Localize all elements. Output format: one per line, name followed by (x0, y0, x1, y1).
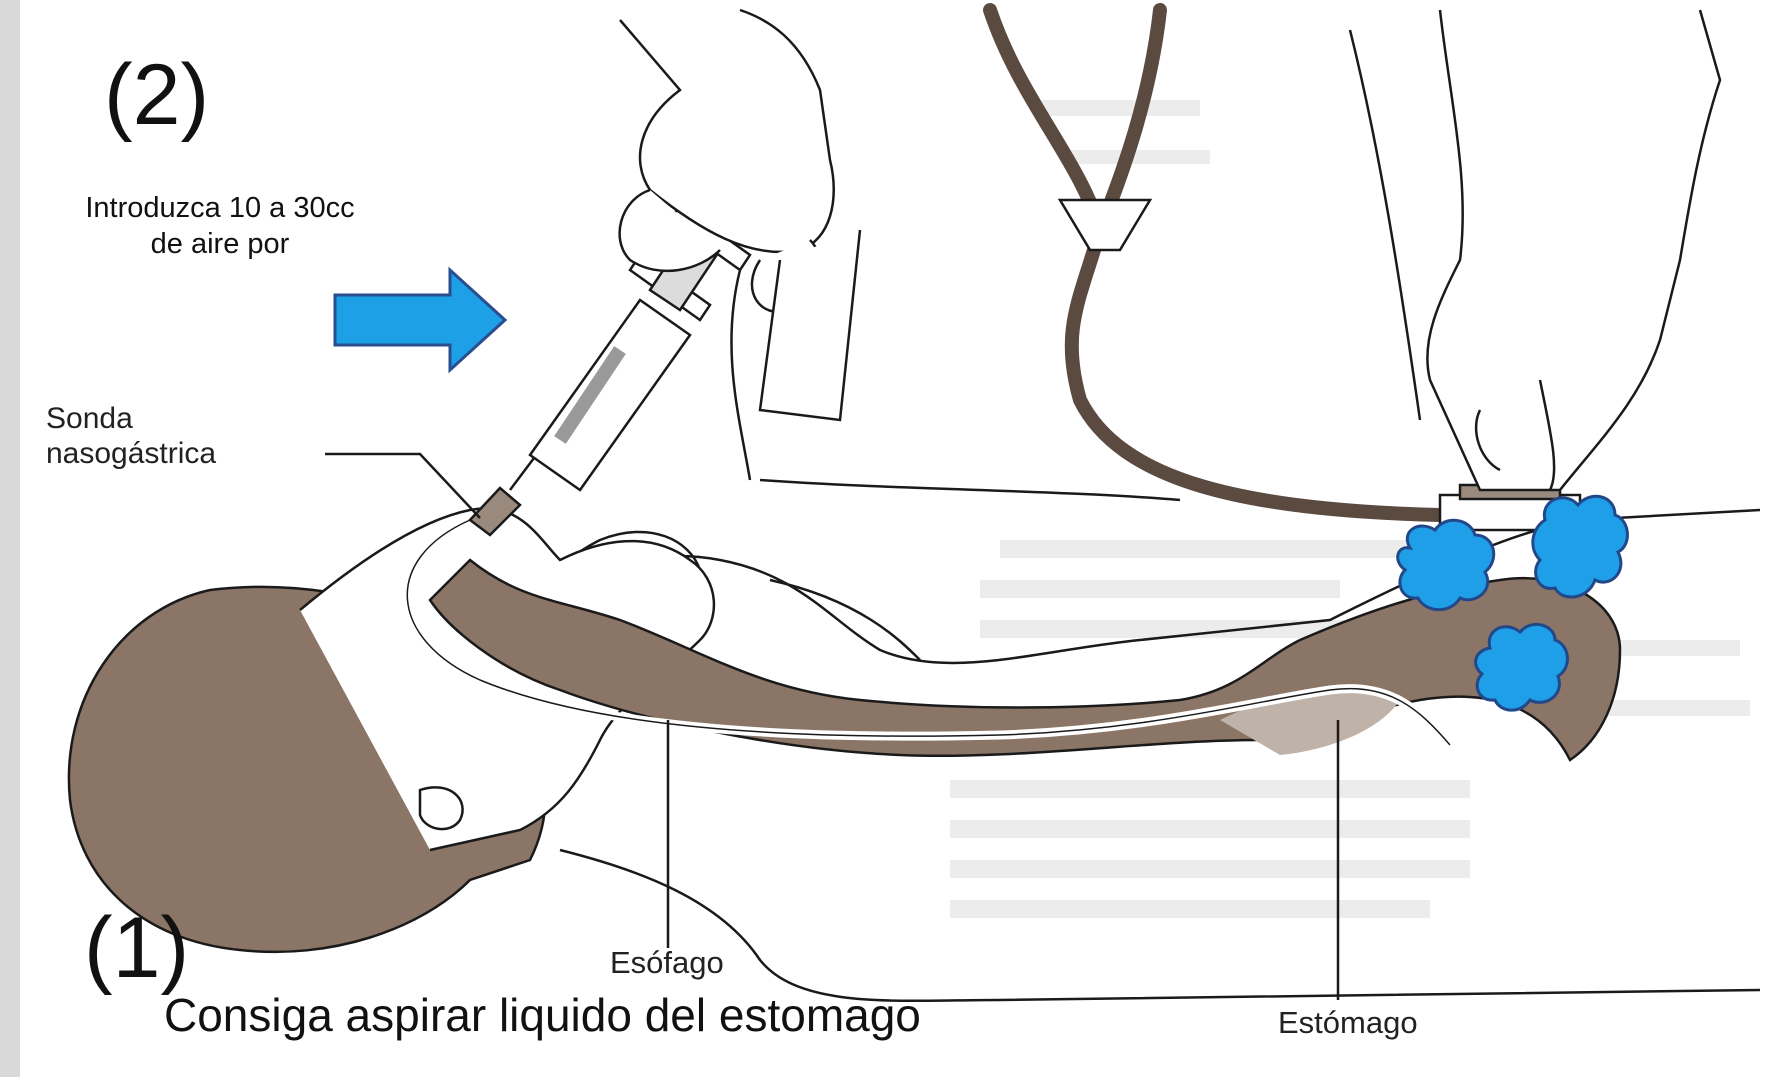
right-hand (1427, 10, 1720, 490)
stomach-label: Estómago (1278, 1005, 1418, 1041)
step-1-label: (1) (84, 905, 189, 991)
stethoscope (990, 10, 1440, 515)
stethoscope-yoke (1060, 200, 1150, 250)
step-2-label: (2) (104, 52, 209, 138)
air-bubble-2 (1533, 496, 1628, 597)
aspirate-instruction: Consiga aspirar liquido del estomago (164, 992, 921, 1038)
air-instruction-line2: de aire por (151, 228, 290, 260)
scan-edge (0, 0, 20, 1077)
air-bubble-3 (1476, 624, 1568, 710)
esophagus-label: Esófago (610, 945, 724, 981)
air-bubble-1 (1398, 520, 1494, 609)
right-arrow-icon (335, 270, 505, 370)
tube-label: Sonda nasogástrica (46, 402, 216, 471)
tube-label-line2: nasogástrica (46, 437, 216, 470)
tube-label-line1: Sonda (46, 402, 133, 435)
patient-ear (420, 787, 463, 829)
air-instruction: Introduzca 10 a 30cc de aire por (40, 190, 400, 263)
air-instruction-line1: Introduzca 10 a 30cc (85, 192, 354, 224)
